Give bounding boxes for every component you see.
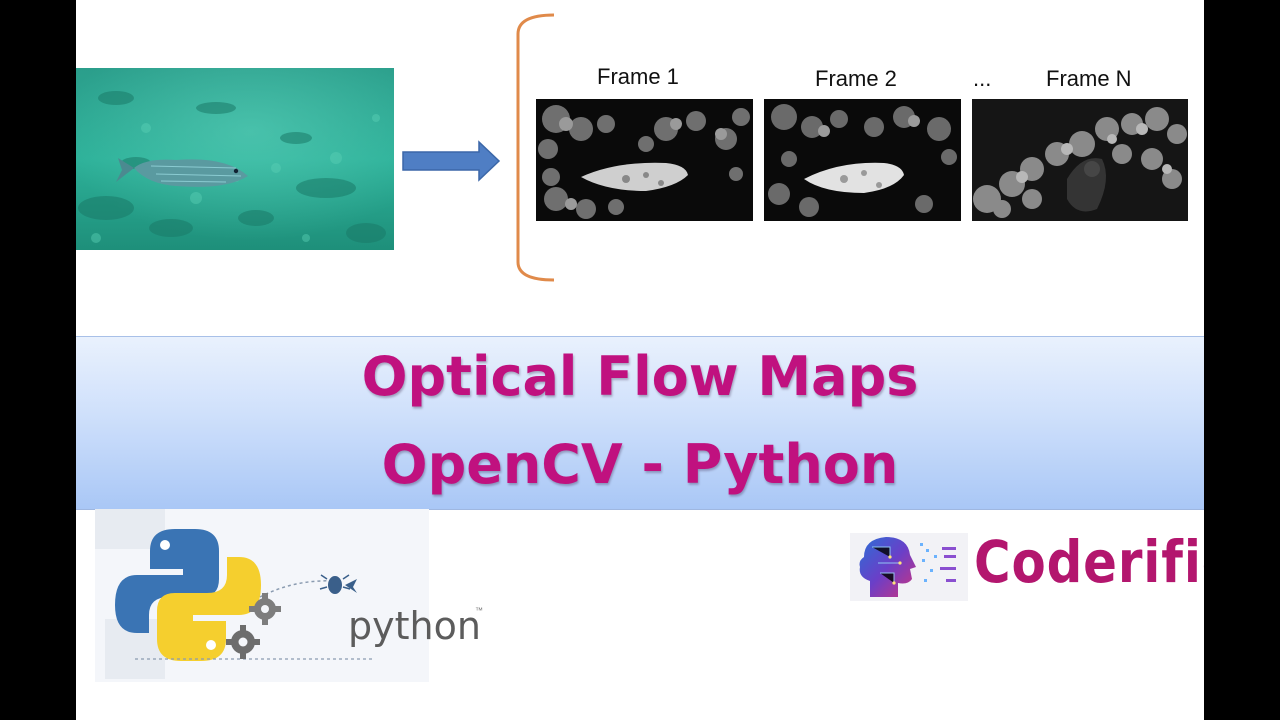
- ellipsis-label: ...: [973, 66, 992, 91]
- underwater-fish-photo: [76, 68, 394, 250]
- flow-map-frame-2: [764, 99, 961, 221]
- python-logo-graphics: [95, 509, 375, 679]
- python-snake-logo: [115, 529, 261, 661]
- flow-map-frame-n: [972, 99, 1188, 221]
- bug-icon: [319, 574, 357, 594]
- title-line-1: Optical Flow Maps: [361, 345, 919, 408]
- slide: Frame 1 Frame 2 ... Frame N: [76, 0, 1204, 720]
- title-line-2: OpenCV - Python: [381, 433, 899, 496]
- python-wordmark: python: [348, 604, 481, 648]
- orange-bracket: [516, 13, 555, 282]
- python-trademark: ™: [475, 606, 483, 615]
- coderific-wordmark: Coderific: [974, 528, 1204, 596]
- fish-shape: [116, 158, 248, 187]
- head-circuit-icon: [850, 533, 968, 601]
- frame-1-label: Frame 1: [597, 64, 679, 89]
- frame-2-label: Frame 2: [815, 66, 897, 91]
- frame-n-label: Frame N: [1046, 66, 1132, 91]
- title-banner: Optical Flow Maps OpenCV - Python: [76, 336, 1204, 510]
- flow-map-frame-1: [536, 99, 753, 221]
- gear-icon: [249, 593, 281, 625]
- right-arrow: [402, 140, 501, 182]
